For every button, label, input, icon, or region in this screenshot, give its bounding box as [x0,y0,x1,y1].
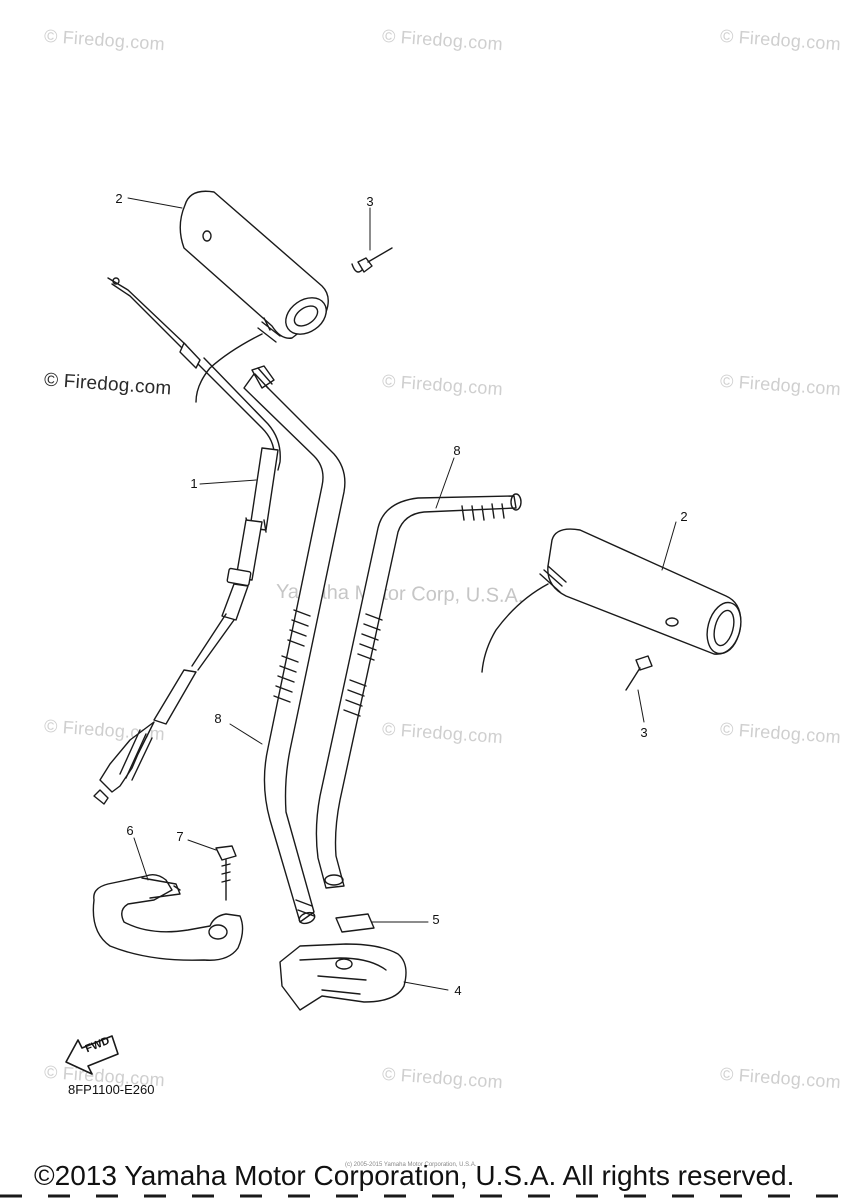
callout-part-5: 5 [432,912,440,927]
copyright-footer: ©2013 Yamaha Motor Corporation, U.S.A. A… [34,1160,795,1191]
rubber-tube-8-right [315,493,522,889]
drawing-code: 8FP1100-E260 [68,1082,155,1097]
callout-part-2-upper: 2 [115,191,123,206]
throttle-cable-1 [93,277,281,805]
callout-part-2-right: 2 [680,509,688,524]
callout-part-1: 1 [190,476,198,491]
tiny-copyright-note: (c) 2005-2015 Yamaha Motor Corporation, … [345,1162,477,1168]
leader-lines [127,197,677,991]
grip-2-right [481,528,742,673]
callout-part-3-upper: 3 [366,194,374,209]
rivet-3-lower [625,655,653,691]
callout-part-8-left: 8 [214,711,222,726]
handle-6 [92,873,244,961]
callout-part-4: 4 [454,983,462,998]
screw-7 [215,845,237,901]
fwd-arrow-icon [65,1035,119,1075]
rivet-3-upper [351,247,393,273]
pad-5 [335,913,375,933]
callout-part-3-right: 3 [640,725,648,740]
rubber-tube-8-left [243,365,346,925]
callout-part-6: 6 [126,823,134,838]
callout-part-7: 7 [176,829,184,844]
grip-2-upper [179,190,329,403]
callout-part-8-right: 8 [453,443,461,458]
bottom-dash-border [0,1194,842,1198]
bracket-4 [279,943,407,1011]
